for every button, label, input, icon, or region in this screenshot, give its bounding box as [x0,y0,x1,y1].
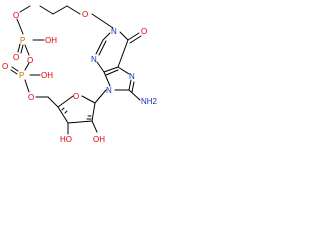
atom-nh2: NH2 [141,97,158,106]
atom-o-top-mid: O [82,10,88,19]
atom-labels: O O P OH O O O P OH O N O N N N NH2 O HO… [2,10,158,144]
atom-o-ring: O [73,92,79,101]
atom-p2: P [19,71,24,80]
stereo-hash-bonds [61,107,92,120]
atom-p1: P [20,36,25,45]
atom-o-bridge: O [27,56,33,65]
chemical-structure: O O P OH O O O P OH O N O N N N NH2 O HO… [0,0,169,146]
atom-oh-2prime: OH [93,135,105,144]
atom-n3: N [91,55,97,64]
molecule-drawing: O O P OH O O O P OH O N O N N N NH2 O HO… [2,5,158,144]
atom-o-p2-double: O [2,62,8,71]
bonds [10,5,142,135]
atom-oh-p2: OH [41,71,53,80]
atom-o-top-left: O [13,11,19,20]
atom-oh-3prime: HO [60,135,72,144]
atom-o-carbonyl: O [141,27,147,36]
atom-o-5prime: O [28,93,34,102]
atom-n7: N [129,72,135,81]
atom-o-p1-double: O [13,53,19,62]
atom-n9: N [106,86,112,95]
atom-n1: N [111,27,117,36]
atom-oh-p1: OH [45,36,57,45]
